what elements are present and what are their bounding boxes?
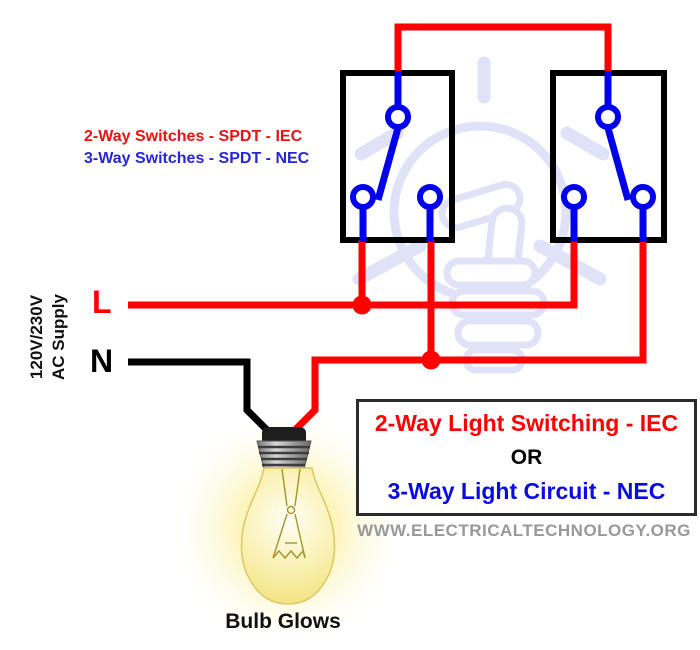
bulb-glass (240, 467, 336, 605)
supply-voltage-line2: AC Supply (49, 294, 68, 380)
terminal-common-left (385, 104, 411, 130)
line-terminal-label: L (92, 284, 112, 320)
title-or: OR (510, 445, 543, 469)
title-line-nec: 3-Way Light Circuit - NEC (387, 477, 666, 504)
supply-voltage-label: 120V/230V AC Supply (26, 282, 72, 392)
terminal-l1-left (350, 184, 376, 210)
bulb-filament (272, 468, 306, 560)
neutral-wire (128, 358, 272, 435)
supply-voltage-line1: 120V/230V (27, 294, 46, 380)
terminal-l2-right (630, 184, 656, 210)
switch-label-nec: 3-Way Switches - SPDT - NEC (84, 150, 310, 167)
title-line-iec: 2-Way Light Switching - IEC (374, 410, 679, 437)
website-watermark: WWW.ELECTRICALTECHNOLOGY.ORG (357, 521, 691, 540)
left-spdt-switch (350, 71, 443, 242)
junction-dot-live (352, 295, 372, 315)
terminal-l1-right (561, 184, 587, 210)
switch-type-labels: 2-Way Switches - SPDT - IEC 3-Way Switch… (84, 126, 309, 170)
terminal-common-right (595, 104, 621, 130)
bulb (240, 427, 336, 605)
terminal-l2-left (417, 184, 443, 210)
live-wire (128, 23, 647, 435)
diagram-title-box: 2-Way Light Switching - IEC OR 3-Way Lig… (356, 399, 697, 516)
neutral-terminal-label: N (90, 343, 114, 379)
bulb-caption: Bulb Glows (225, 610, 341, 633)
junction-dot-lamp (421, 350, 441, 370)
switch-label-iec: 2-Way Switches - SPDT - IEC (84, 128, 303, 145)
right-spdt-switch (561, 71, 656, 242)
